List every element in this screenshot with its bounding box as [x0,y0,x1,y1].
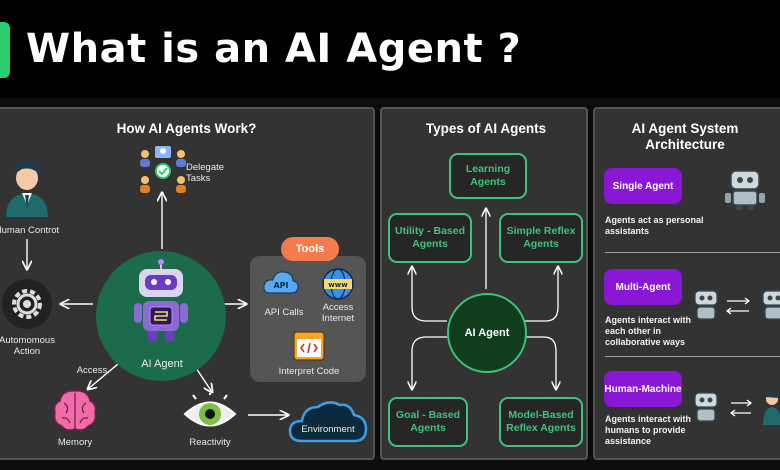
types-title: Types of AI Agents [425,121,547,136]
ai-agent-label: AI Agent [141,358,183,370]
page-title: What is an AI Agent ? [26,26,522,72]
robot-icon [134,259,188,341]
delegate-tasks-icon [140,146,186,193]
divider-1 [605,252,780,253]
multi-agent-desc: Agents interact with each other in colla… [605,315,692,347]
divider-2 [605,356,780,357]
autonomous-action-label: Automomous Action [0,335,55,357]
gear-icon [2,279,52,329]
how-it-works-title: How AI Agents Work? [116,121,257,136]
multi-agent-pill: Multi-Agent [604,269,682,305]
environment-label: Environment [301,424,355,435]
multi-robot-icon [694,290,780,320]
memory-label: Memory [57,437,93,448]
title-accent [0,22,10,78]
panel-how-it-works: How AI Agents Work? Delegate Tasks [0,107,375,460]
human-avatar-icon [6,160,48,217]
brain-icon [53,390,97,431]
code-window-icon [293,331,325,361]
environment-cloud-icon [288,401,368,443]
human-machine-desc: Agents interact with humans to provide a… [605,414,692,446]
svg-text:API: API [273,281,288,290]
delegate-tasks-label: Delegate Tasks [186,162,225,184]
access-label: Access [76,365,108,376]
panel-types: Types of AI Agents Learning Agents Utili… [380,107,588,460]
human-machine-pill: Human-Machine [604,371,682,407]
reactivity-label: Reactivity [189,437,231,448]
panel-architecture: AI Agent System Architecture Single Agen… [593,107,780,460]
tools-badge: Tools [281,237,339,261]
simple-reflex-agents-box: Simple Reflex Agents [499,213,583,263]
model-based-reflex-agents-box: Model-Based Reflex Agents [499,397,583,447]
types-arrows [382,109,588,460]
access-internet-label: Access Internet [321,302,355,324]
header-bar: What is an AI Agent ? [0,0,780,98]
interpret-code-label: Interpret Code [278,366,340,377]
architecture-title: AI Agent System Architecture [631,121,739,152]
single-robot-icon [725,170,765,210]
learning-agents-box: Learning Agents [449,153,527,199]
types-center-circle: AI Agent [447,293,527,373]
single-agent-pill: Single Agent [604,168,682,204]
single-agent-desc: Agents act as personal assistants [605,215,704,236]
human-machine-icon [694,391,780,425]
api-calls-label: API Calls [264,307,304,318]
svg-text:www: www [328,281,348,289]
utility-based-agents-box: Utility - Based Agents [388,213,472,263]
human-control-label: Human Controt [0,225,60,236]
globe-icon: www [322,268,354,300]
goal-based-agents-box: Goal - Based Agents [388,397,468,447]
eye-icon [183,393,237,427]
api-cloud-icon: API [263,271,299,294]
